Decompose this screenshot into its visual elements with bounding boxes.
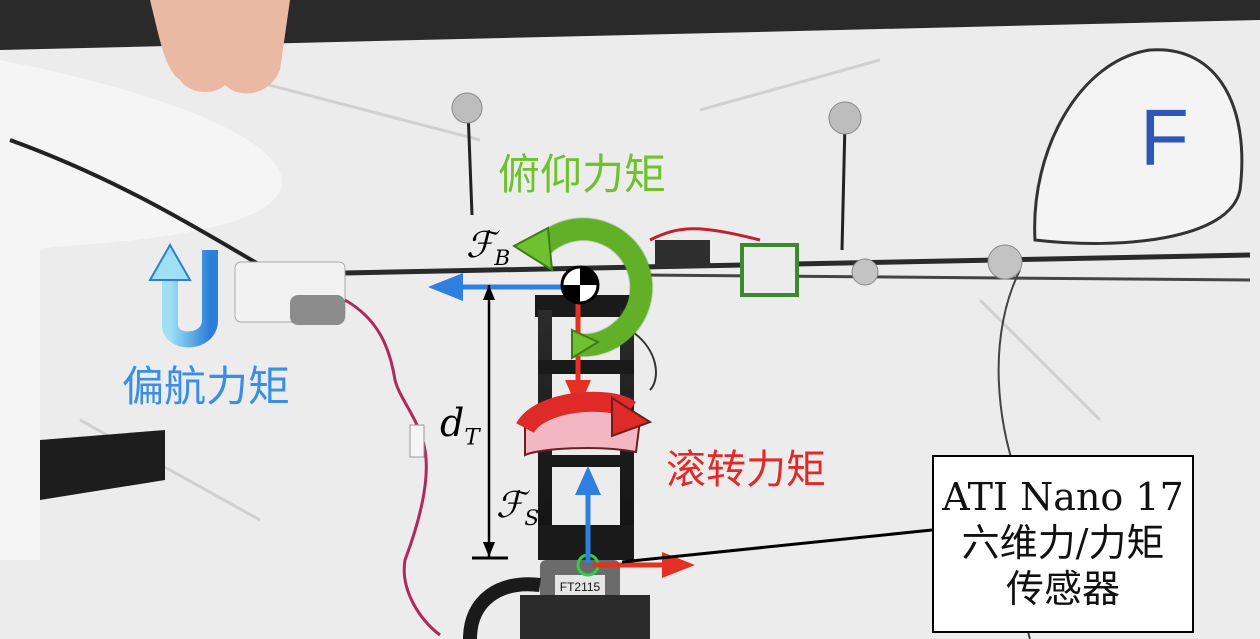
sensor-leader-line	[621, 528, 933, 564]
marker-ball	[851, 258, 879, 286]
frame-top	[535, 295, 635, 317]
left-panel	[0, 160, 40, 560]
roll-torque-arrow-icon	[516, 391, 653, 457]
roll-torque-label: 滚转力矩	[666, 447, 826, 493]
yaw-torque-label: 偏航力矩	[122, 362, 291, 411]
sensor-label	[555, 575, 605, 595]
mount-base	[520, 595, 650, 639]
force-sensor-label: ℱS	[496, 485, 540, 532]
center-of-mass-icon	[560, 265, 600, 305]
fs-vertical-arrowhead	[575, 466, 601, 495]
wire-top	[649, 227, 761, 242]
marker-ball	[451, 92, 483, 124]
pcb-clip	[740, 243, 799, 297]
wing-membrane	[1033, 48, 1244, 245]
wire-left	[344, 298, 441, 637]
left-dark-block	[40, 430, 165, 500]
left-motor	[290, 295, 345, 325]
fb-arrowhead	[428, 273, 463, 301]
sensor-type: 六维力/力矩	[961, 521, 1165, 566]
distance-label: dT	[440, 401, 480, 451]
pitch-torque-label: 俯仰力矩	[498, 150, 667, 199]
yaw-torque-arrow-icon	[148, 242, 218, 348]
pitch-torque-arrow-icon	[512, 217, 654, 360]
left-spar	[9, 138, 262, 267]
sensor-name: 传感器	[1005, 566, 1120, 611]
force-body-label: ℱB	[466, 225, 511, 272]
sensor-part-number: FT2115	[560, 580, 601, 594]
hand	[150, 0, 290, 94]
sensor-cable	[463, 577, 541, 639]
sensor-model: ATI Nano 17	[942, 475, 1184, 520]
connector	[409, 424, 425, 458]
marker-ball	[987, 244, 1023, 280]
wing-marking: F	[1140, 93, 1189, 182]
circuit-board	[655, 240, 710, 268]
marker-ball	[828, 101, 862, 135]
sheet-creases	[79, 58, 1102, 522]
sensor-callout-box: ATI Nano 17 六维力/力矩 传感器	[932, 455, 1194, 633]
sheet-fold	[0, 60, 282, 260]
